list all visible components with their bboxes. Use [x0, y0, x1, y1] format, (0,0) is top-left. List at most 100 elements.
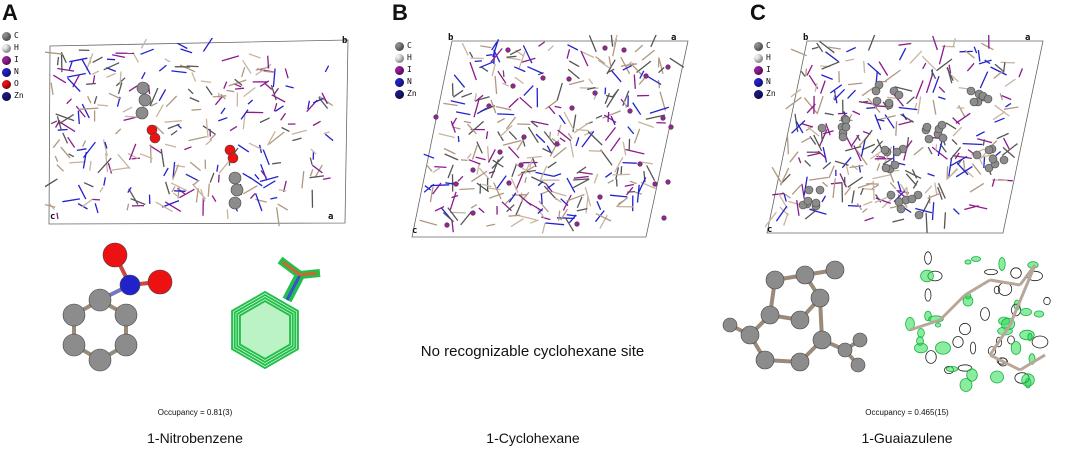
bond-line	[228, 79, 247, 87]
bond-line	[898, 106, 918, 111]
atom-ball	[804, 185, 814, 195]
bond-line	[832, 178, 836, 198]
bond-line	[220, 107, 226, 115]
occupancy-label-a: Occupancy = 0.81(3)	[157, 408, 233, 417]
bond-line	[280, 112, 287, 121]
bond-line	[617, 200, 624, 205]
bond-line	[312, 120, 321, 127]
atom-ball	[838, 132, 848, 142]
bond-line	[273, 87, 280, 95]
bond-line	[242, 185, 258, 195]
carbon-atom	[114, 303, 138, 327]
atom-ball	[881, 163, 891, 173]
bond-line	[52, 139, 61, 149]
bond-line	[547, 182, 555, 189]
bond-line	[566, 177, 576, 193]
bond-line	[442, 212, 455, 223]
axis-label-a: a	[671, 33, 677, 43]
bond-line	[862, 187, 875, 191]
bond-line	[158, 89, 167, 102]
bond-line	[530, 120, 539, 128]
bond-line	[1000, 61, 1016, 64]
bond-line	[518, 51, 526, 69]
nitrogen-atom	[119, 274, 141, 296]
bond-line	[490, 99, 497, 114]
bond-line	[607, 68, 615, 74]
bond-line	[519, 96, 533, 109]
bond-line	[523, 85, 534, 97]
bond-line	[797, 157, 802, 164]
bond-line	[486, 146, 490, 163]
atom-ball	[983, 94, 993, 104]
legend-item: N	[395, 76, 417, 88]
bond-line	[128, 85, 138, 92]
bond-line	[976, 131, 985, 137]
bond-line	[610, 69, 622, 83]
atom-ball-icon	[395, 77, 404, 87]
oxygen-atom	[147, 269, 173, 295]
bond-line	[575, 137, 580, 147]
axis-label-a: a	[328, 212, 334, 222]
bond-line	[791, 184, 802, 195]
bond-line	[226, 209, 229, 219]
bond-line	[492, 159, 504, 168]
bond-line	[537, 208, 544, 214]
bond-line	[936, 58, 953, 72]
bond-line	[964, 49, 975, 59]
bond-line	[817, 150, 827, 159]
atom-ball	[643, 73, 649, 79]
bond-line	[267, 130, 276, 146]
bond-line	[605, 94, 614, 98]
legend-symbol: I	[14, 55, 19, 64]
bond-line	[461, 92, 473, 98]
bond-line	[562, 194, 572, 211]
bond-line	[314, 164, 323, 178]
atom-ball	[149, 132, 161, 144]
bond-line	[535, 133, 546, 144]
bond-line	[209, 133, 216, 141]
bond-line	[856, 149, 868, 166]
carbon-atom	[722, 317, 738, 333]
bond-line	[171, 186, 176, 193]
bond-line	[92, 75, 96, 84]
bond-line	[272, 68, 276, 88]
bond-line	[634, 44, 644, 53]
bond-line	[68, 61, 73, 71]
carbon-atom	[790, 352, 810, 372]
carbon-atom	[62, 333, 86, 357]
bond-line	[419, 219, 438, 226]
bond-line	[568, 60, 580, 68]
bond-line	[92, 56, 103, 63]
bond-line	[67, 77, 81, 92]
axis-label-b: b	[803, 33, 809, 43]
bond-line	[863, 61, 866, 74]
bond-line	[155, 201, 173, 213]
bond-stick	[909, 318, 941, 332]
axis-label-c: c	[767, 225, 773, 235]
bond-line	[851, 190, 855, 204]
bond-line	[849, 165, 864, 169]
bond-line	[488, 192, 504, 199]
density-blob	[971, 256, 982, 262]
bond-line	[867, 97, 881, 114]
axis-label-c: c	[50, 212, 56, 222]
atom-ball-icon	[395, 65, 404, 75]
bond-line	[587, 86, 596, 91]
axis-label-c: c	[412, 226, 418, 236]
bond-line	[506, 55, 517, 58]
bond-line	[538, 41, 546, 47]
bond-line	[423, 153, 435, 159]
density-blob	[1007, 335, 1015, 345]
atom-ball	[913, 190, 923, 200]
bond-line	[270, 84, 277, 101]
bond-line	[524, 163, 530, 175]
bond-line	[945, 122, 957, 130]
bond-line	[506, 56, 521, 61]
bond-line	[480, 66, 489, 72]
legend-symbol: C	[14, 31, 19, 40]
bond-line	[174, 190, 186, 192]
bond-line	[211, 195, 217, 203]
bond-line	[927, 146, 933, 155]
bond-line	[521, 57, 536, 63]
